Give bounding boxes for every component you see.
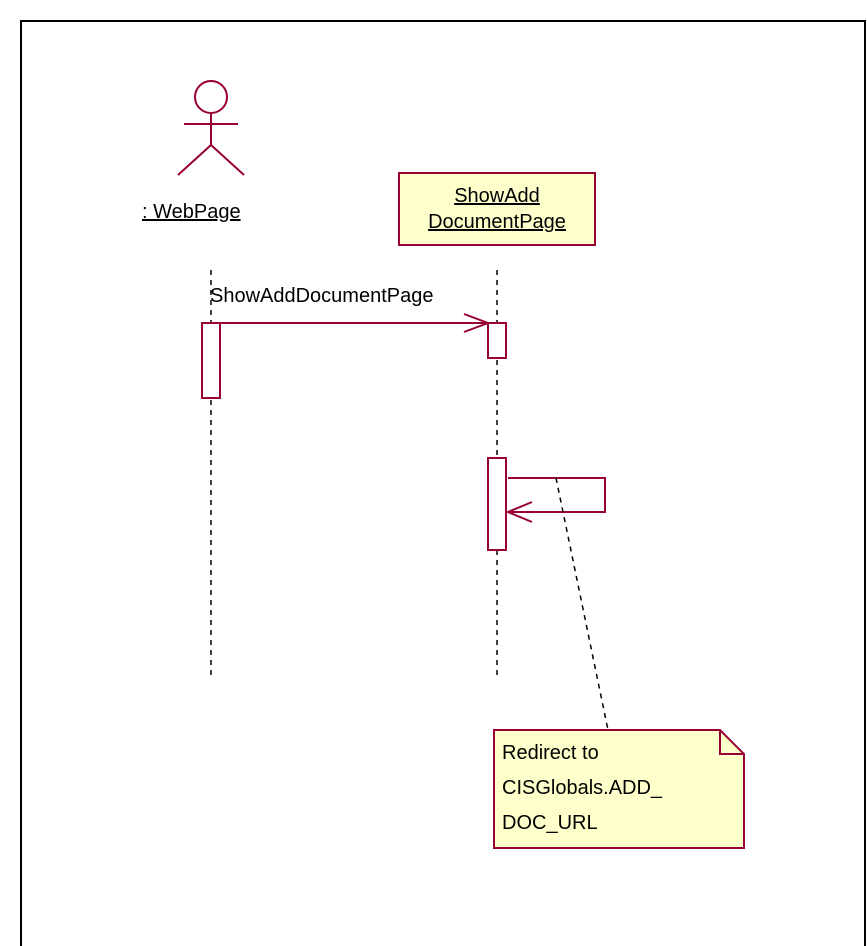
diagram-frame — [20, 20, 866, 946]
object-activation — [487, 322, 507, 359]
self-call-arrow — [505, 477, 606, 523]
object-name-line2: DocumentPage — [428, 211, 566, 233]
message-label: ShowAddDocumentPage — [210, 285, 434, 307]
note-connector — [555, 477, 609, 731]
self-call-activation — [487, 457, 507, 551]
actor-activation — [201, 322, 221, 399]
note-text: Redirect to CISGlobals.ADD_ DOC_URL — [502, 736, 662, 841]
message-arrow — [220, 313, 491, 333]
note-line2: CISGlobals.ADD_ — [502, 777, 663, 799]
actor-figure-icon — [177, 80, 245, 176]
note-shape — [493, 729, 745, 849]
note-line1: Redirect to — [502, 742, 599, 764]
object-box: ShowAdd DocumentPage — [398, 172, 596, 246]
note-line3: DOC_URL — [502, 812, 598, 834]
actor-label: : WebPage — [142, 201, 241, 223]
object-name-line1: ShowAdd — [454, 185, 540, 207]
